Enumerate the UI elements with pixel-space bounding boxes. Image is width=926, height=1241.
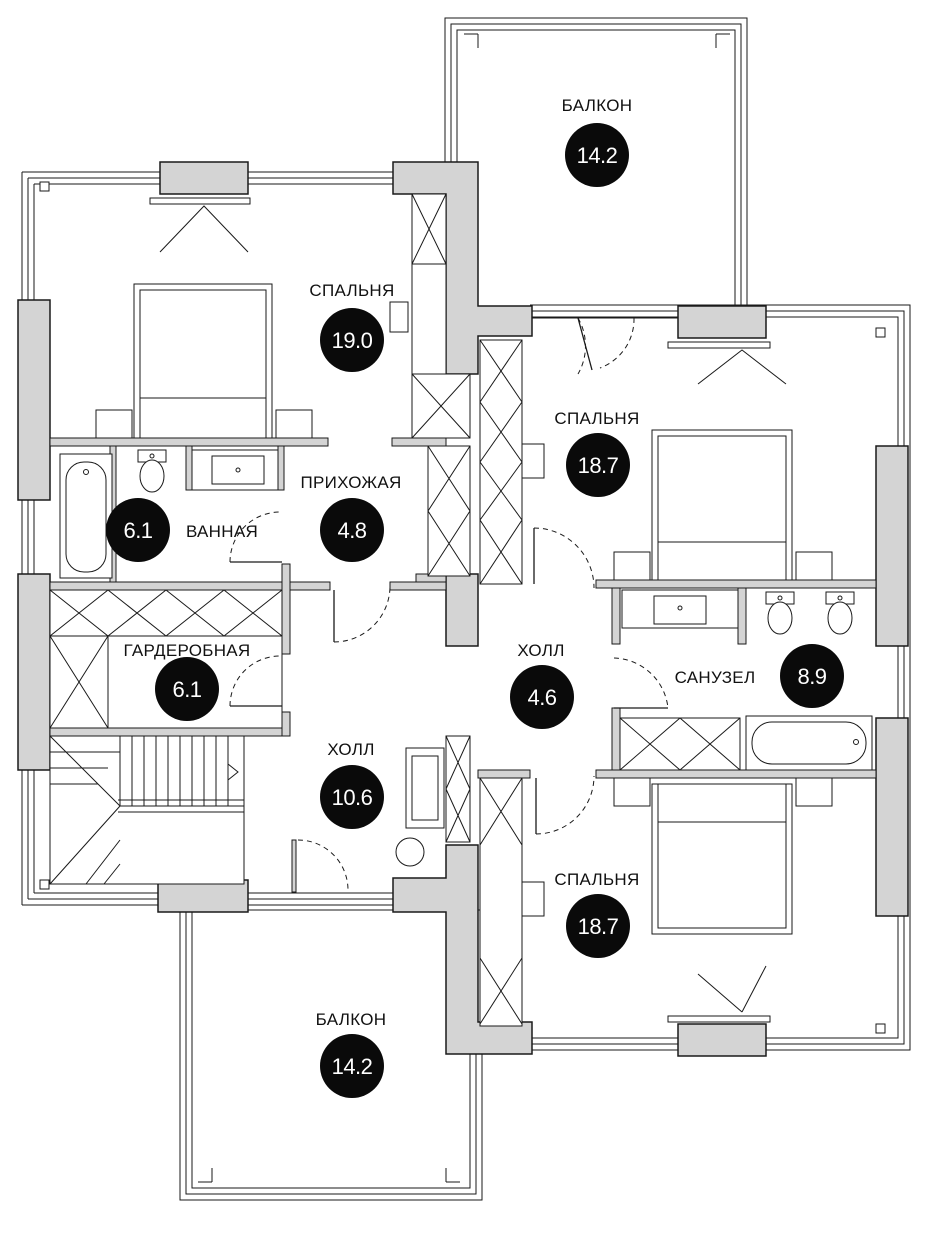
room-wc: САНУЗЕЛ 8.9 [675,644,844,708]
room-bedroom-top-left: СПАЛЬНЯ 19.0 [309,281,394,372]
room-balcony-bottom: БАЛКОН 14.2 [316,1010,387,1098]
room-label: СПАЛЬНЯ [554,870,639,889]
room-area: 4.6 [527,685,556,710]
room-area: 8.9 [797,664,826,689]
room-hall-center: ХОЛЛ 4.6 [510,641,574,729]
room-area: 10.6 [332,785,373,810]
room-label: САНУЗЕЛ [675,668,756,687]
balcony-top-outline [444,17,748,319]
room-bedroom-top-right: СПАЛЬНЯ 18.7 [554,409,639,497]
structural-walls [17,161,909,1057]
partitions [49,437,877,893]
room-label: СПАЛЬНЯ [554,409,639,428]
room-area: 14.2 [577,143,618,168]
doors [229,317,669,891]
room-area: 18.7 [578,453,619,478]
room-balcony-top: БАЛКОН 14.2 [562,96,633,187]
room-label: БАЛКОН [316,1010,387,1029]
room-wardrobe: ГАРДЕРОБНАЯ 6.1 [124,641,251,721]
room-label: ГАРДЕРОБНАЯ [124,641,251,660]
furniture [49,197,873,1023]
staircase [49,735,245,885]
room-area: 18.7 [578,914,619,939]
room-label: ХОЛЛ [327,740,374,759]
room-label: БАЛКОН [562,96,633,115]
room-hallway-entry: ПРИХОЖАЯ 4.8 [300,473,401,562]
room-hall-left: ХОЛЛ 10.6 [320,740,384,829]
room-bedroom-bottom-right: СПАЛЬНЯ 18.7 [554,870,639,958]
room-area: 4.8 [337,518,366,543]
room-label: ПРИХОЖАЯ [300,473,401,492]
room-area: 14.2 [332,1054,373,1079]
room-area: 19.0 [332,328,373,353]
room-bathroom: 6.1 ВАННАЯ [106,498,258,562]
room-label: ХОЛЛ [517,641,564,660]
room-area: 6.1 [172,677,201,702]
room-label: ВАННАЯ [186,522,258,541]
room-label: СПАЛЬНЯ [309,281,394,300]
room-area: 6.1 [123,518,152,543]
